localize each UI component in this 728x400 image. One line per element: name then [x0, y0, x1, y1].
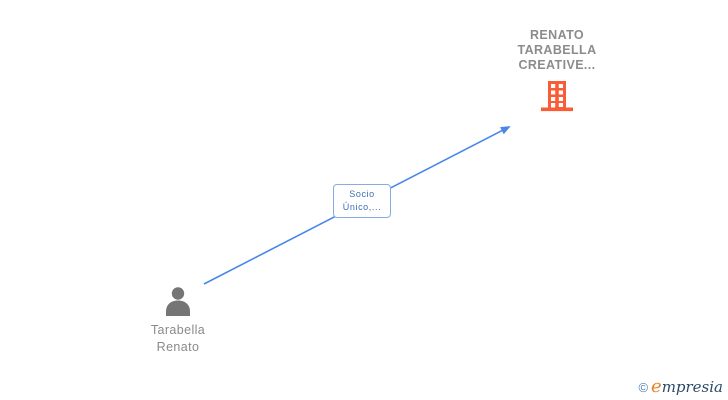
- relationship-label[interactable]: Socio Único,...: [333, 184, 391, 218]
- brand-letter-e: e: [651, 376, 662, 397]
- company-name: RENATO TARABELLA CREATIVE...: [517, 28, 597, 72]
- brand-text: mpresia: [661, 378, 723, 396]
- empresia-logo[interactable]: © e mpresia: [638, 376, 723, 397]
- person-node[interactable]: Tarabella Renato: [134, 286, 222, 356]
- company-node[interactable]: RENATO TARABELLA CREATIVE...: [499, 28, 615, 112]
- person-name: Tarabella Renato: [150, 323, 206, 354]
- person-icon: [166, 287, 190, 316]
- building-icon: [541, 81, 573, 112]
- copyright-icon: ©: [638, 380, 649, 395]
- relationship-label-text: Socio Único,...: [342, 189, 382, 212]
